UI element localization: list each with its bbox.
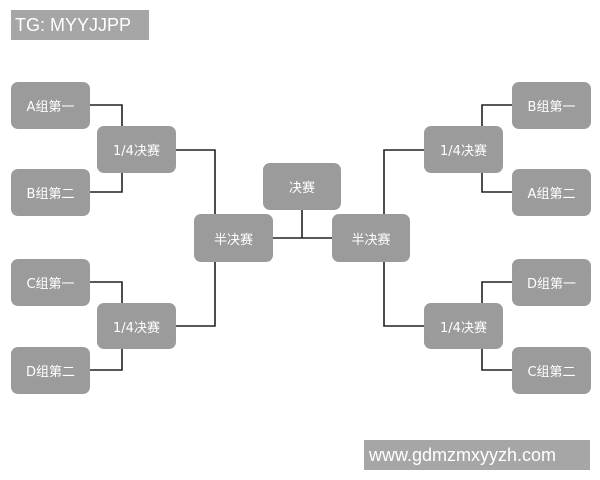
quarterfinal-right-2: 1/4决赛 [424,303,503,349]
quarterfinal-right-1: 1/4决赛 [424,126,503,173]
team-box-right-1: B组第一 [512,82,591,129]
team-box-right-2: A组第二 [512,169,591,216]
team-box-left-3: C组第一 [11,259,90,306]
team-box-left-2: B组第二 [11,169,90,216]
quarterfinal-left-2: 1/4决赛 [97,303,176,349]
semifinal-left: 半决赛 [194,214,273,262]
watermark-top: TG: MYYJJPP [11,10,149,40]
quarterfinal-left-1: 1/4决赛 [97,126,176,173]
team-box-left-4: D组第二 [11,347,90,394]
team-box-right-3: D组第一 [512,259,591,306]
semifinal-right: 半决赛 [332,214,410,262]
final-box: 决赛 [263,163,341,210]
watermark-bottom: www.gdmzmxyyzh.com [364,440,590,470]
team-box-right-4: C组第二 [512,347,591,394]
team-box-left-1: A组第一 [11,82,90,129]
